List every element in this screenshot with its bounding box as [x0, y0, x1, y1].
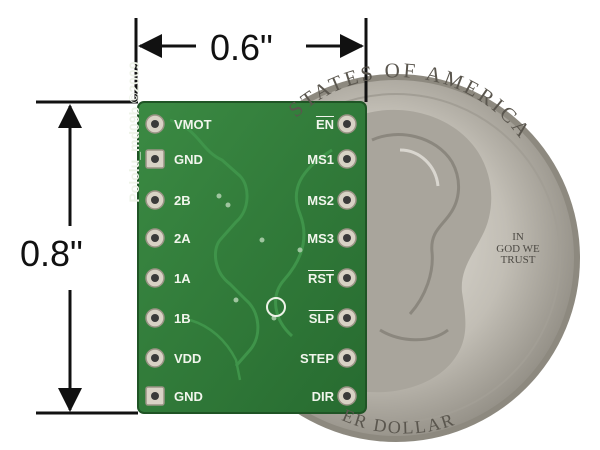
pin-label-ms2: MS2 — [307, 193, 334, 208]
pin-label-ms1: MS1 — [307, 152, 334, 167]
coin-motto-line: IN — [512, 231, 524, 243]
pin-label-slp: SLP — [308, 311, 334, 326]
pin-label-2a: 2A — [174, 231, 191, 246]
pin-label-dir: DIR — [311, 389, 334, 404]
pin-label-1a: 1A — [174, 271, 191, 286]
pin-label-2b: 2B — [174, 193, 191, 208]
dimension-lines — [36, 18, 368, 415]
pin-label-gnd-top: GND — [174, 152, 203, 167]
coin-motto: IN GOD WE TRUST — [483, 231, 553, 267]
width-dimension-label: 0.6" — [210, 27, 273, 68]
pin-label-step: STEP — [300, 351, 334, 366]
coin-motto-line: TRUST — [500, 254, 536, 267]
pin-label-ms3: MS3 — [307, 231, 334, 246]
left-pin-holes — [151, 120, 159, 400]
driver-board — [137, 101, 367, 414]
height-dimension-label: 0.8" — [20, 233, 83, 274]
pin-label-gnd-bottom: GND — [174, 389, 203, 404]
pin-label-vdd: VDD — [174, 351, 202, 366]
pin-label-1b: 1B — [174, 311, 191, 326]
pin-label-rst: RST — [308, 271, 334, 286]
right-pin-holes — [343, 120, 351, 400]
pin-label-vmot: VMOT — [174, 117, 212, 132]
pin-label-en: EN — [315, 117, 334, 132]
coin-motto-line: GOD WE — [496, 242, 540, 255]
board-silkscreen-text: Pololu_md09b ©2009 — [126, 61, 142, 203]
